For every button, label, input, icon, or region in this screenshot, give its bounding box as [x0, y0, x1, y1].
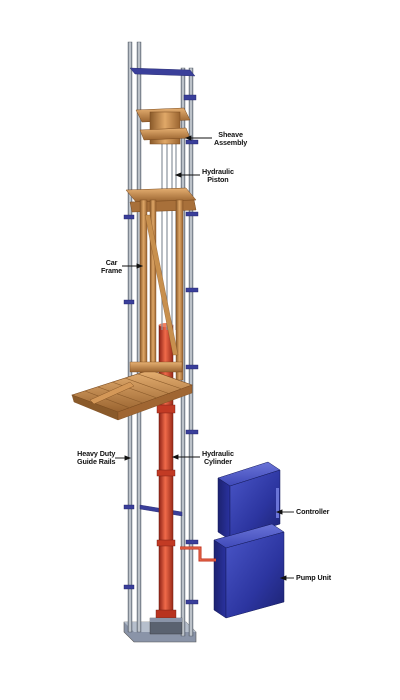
pump-unit-label: Pump Unit	[296, 573, 332, 582]
hydraulic-piston-label: Hydraulic Piston	[202, 167, 234, 184]
pump-unit-box	[213, 523, 285, 619]
controller-label: Controller	[296, 507, 330, 516]
leader-lines	[115, 135, 294, 581]
guide-rails-label: Heavy Duty Guide Rails	[77, 449, 116, 466]
car-frame-shape	[71, 107, 197, 421]
car-frame-label: Car Frame	[101, 258, 123, 275]
hydraulic-line	[180, 546, 216, 562]
sheave-assembly-label: Sheave Assembly	[214, 130, 248, 147]
controller-box	[217, 461, 281, 541]
rail-brackets	[123, 67, 199, 605]
hydraulic-cylinder-label: Hydraulic Cylinder	[202, 449, 234, 466]
